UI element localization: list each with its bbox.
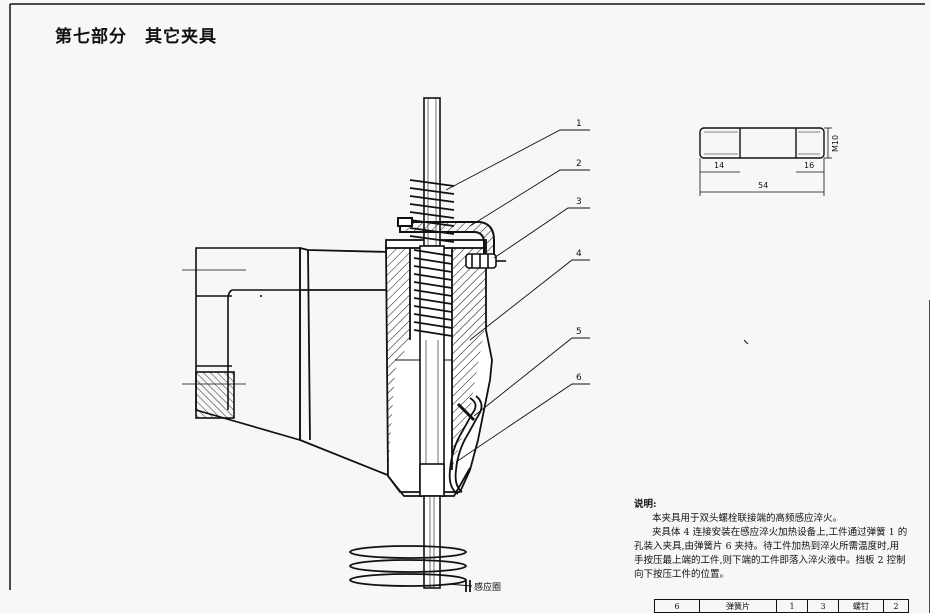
dim-thread: M10 (831, 135, 840, 152)
dim-left-length: 14 (714, 161, 724, 170)
callout-5: 5 (576, 327, 582, 337)
notes-line: 向下按压工件的位置。 (634, 569, 730, 580)
detail-dimensions: 14 16 54 M10 (714, 135, 840, 190)
screw (465, 253, 506, 269)
table-row: 6 弹簧片 1 3 螺钉 2 (654, 599, 909, 613)
notes-line: 夹具体 4 连接安装在感应淬火加热设备上,工件通过弹簧 1 的 (652, 527, 908, 538)
title-chapter: 其它夹具 (145, 27, 217, 47)
notes-line: 手按压最上端的工件,则下端的工件即落入淬火液中。挡板 2 控制 (634, 555, 906, 566)
table-cell: 6 (654, 599, 700, 613)
dim-total-length: 54 (758, 181, 768, 190)
table-cell: 螺钉 (838, 599, 884, 613)
coil-label: 感应圈 (474, 581, 501, 593)
leader-lines (445, 129, 590, 587)
callout-4: 4 (576, 249, 582, 259)
table-cell: 1 (776, 599, 808, 613)
notes-line: 本夹具用于双头螺栓联接端的高频感应淬火。 (652, 513, 843, 524)
dim-right-length: 16 (804, 161, 814, 170)
callout-numbers: 1 2 3 4 5 6 感应圈 (474, 119, 582, 593)
support-bracket (182, 247, 301, 442)
notes-title: 说明: (634, 499, 657, 510)
parts-list-table: 6 弹簧片 1 3 螺钉 2 (654, 599, 909, 613)
callout-1: 1 (576, 119, 582, 129)
sheet-frame (9, 3, 930, 613)
workpiece-stud (419, 97, 445, 589)
callout-2: 2 (576, 159, 582, 169)
stud-detail-view (699, 127, 832, 345)
induction-coil (349, 545, 471, 592)
spring-leaf (448, 395, 483, 495)
notes-line: 孔装入夹具,由弹簧片 6 夹持。待工件加热到淬火所需温度时,用 (634, 541, 900, 552)
title-part: 第七部分 (55, 27, 127, 47)
table-cell: 3 (807, 599, 839, 613)
page-title: 第七部分其它夹具 (55, 22, 217, 47)
callout-3: 3 (576, 197, 582, 207)
table-cell: 弹簧片 (699, 599, 777, 613)
callout-6: 6 (576, 373, 582, 383)
notes-block: 说明: 本夹具用于双头螺栓联接端的高频感应淬火。 夹具体 4 连接安装在感应淬火… (634, 498, 930, 582)
table-cell: 2 (883, 599, 909, 613)
